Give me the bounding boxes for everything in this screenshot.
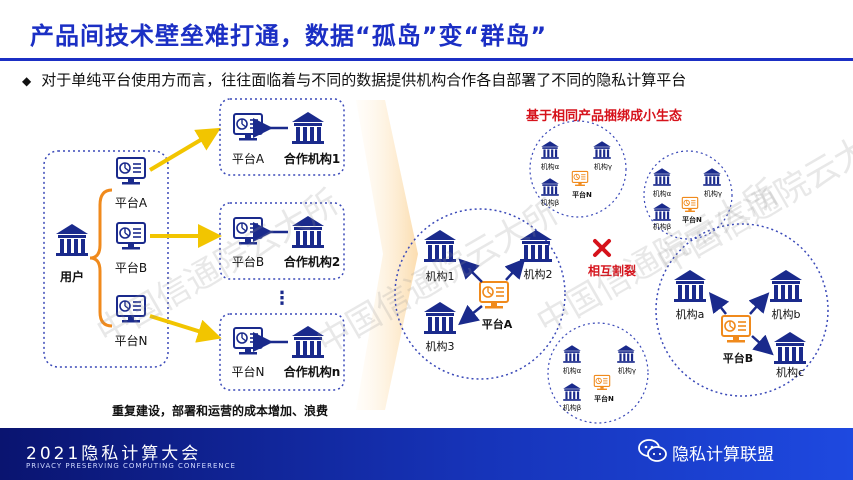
eco-arrow: [458, 304, 483, 326]
institution-label: 机构2: [524, 267, 553, 281]
bank-icon: [617, 345, 635, 363]
bank-icon: [770, 270, 802, 302]
pair-box: [219, 202, 345, 280]
pair-box: [219, 98, 345, 176]
platform-monitor-icon: [593, 374, 611, 391]
bank-icon: [593, 141, 611, 159]
pair-institution-label: 合作机构1: [284, 151, 340, 166]
conference-title: 2021隐私计算大会: [26, 444, 202, 464]
monitor-icon: [233, 217, 263, 246]
platform-a-icon: [116, 157, 146, 186]
bank-icon: [541, 141, 559, 159]
bank-icon: [703, 168, 721, 186]
platform-label: 平台B: [115, 260, 147, 275]
footer-bar: 2021隐私计算大会 PRIVACY PRESERVING COMPUTING …: [0, 428, 853, 480]
bank-icon: [774, 332, 806, 364]
split-label: 相互割裂: [588, 263, 636, 278]
institution-label: 机构1: [426, 269, 455, 283]
diamond-bullet-icon: ◆: [22, 74, 32, 88]
institution-label: 机构α: [563, 366, 582, 375]
ecosystem-circle: [655, 223, 829, 397]
user-group-frame: [43, 150, 169, 368]
platform-label: 平台B: [723, 351, 753, 365]
conference-subtitle: PRIVACY PRESERVING COMPUTING CONFERENCE: [26, 462, 236, 470]
platform-monitor-icon: [721, 315, 751, 344]
institution-label: 机构γ: [704, 189, 722, 198]
institution-label: 机构3: [426, 339, 455, 353]
platform-brace: [89, 188, 113, 328]
x-mark-icon: [593, 239, 611, 257]
yellow-arrow: [148, 127, 221, 172]
bank-icon: [520, 230, 552, 262]
diagram-canvas: 用户 平台A 平台B 平台N 平台A 合作机构1 平台B 合作机构2 ⋮ 平台N…: [43, 98, 829, 424]
platform-b-icon: [116, 222, 146, 251]
vertical-ellipsis: ⋮: [273, 288, 291, 309]
monitor-icon: [233, 327, 263, 356]
eco-arrow: [748, 292, 770, 315]
pair-institution-label: 合作机构2: [284, 254, 340, 269]
left-caption: 重复建设，部署和运营的成本增加、浪费: [112, 403, 328, 418]
monitor-icon: [233, 113, 263, 142]
bank-icon: [563, 383, 581, 401]
institution-label: 机构β: [541, 198, 559, 207]
small-ecosystem: 机构α 机构γ 机构β 平台N: [529, 120, 627, 218]
platform-label: 平台N: [682, 215, 702, 224]
institution-label: 机构γ: [594, 162, 612, 171]
pair-platform-label: 平台A: [232, 151, 265, 166]
institution-label: 机构c: [776, 365, 804, 379]
subtitle-text: 对于单纯平台使用方而言，往往面临着与不同的数据提供机构合作各自部署了不同的隐私计…: [41, 71, 687, 89]
wechat-icon: [638, 439, 667, 462]
platform-monitor-icon: [571, 170, 589, 187]
bank-icon: [292, 112, 324, 144]
eco-arrow: [708, 292, 730, 315]
pair-institution-label: 合作机构n: [284, 364, 341, 379]
pair-box: [219, 313, 345, 391]
platform-label: 平台N: [115, 333, 148, 348]
bank-icon: [424, 230, 456, 262]
eco-arrow: [458, 258, 483, 283]
institution-label: 机构γ: [618, 366, 636, 375]
transition-arrow: [356, 100, 418, 410]
platform-monitor-icon: [479, 281, 509, 310]
institution-label: 机构a: [676, 307, 705, 321]
bank-icon: [541, 178, 559, 196]
bank-icon: [292, 216, 324, 248]
brand-name: 隐私计算联盟: [672, 445, 774, 465]
pair-platform-label: 平台B: [232, 254, 264, 269]
bank-icon: [653, 203, 671, 221]
platform-label: 平台A: [115, 195, 148, 210]
title-underline: [0, 58, 853, 61]
institution-label: 机构β: [563, 403, 581, 412]
bank-icon: [653, 168, 671, 186]
small-ecosystem: 机构α 机构γ 机构β 平台N: [547, 322, 649, 424]
pair-platform-label: 平台N: [232, 364, 265, 379]
slide-subtitle: ◆ 对于单纯平台使用方而言，往往面临着与不同的数据提供机构合作各自部署了不同的隐私…: [22, 69, 686, 90]
institution-label: 机构b: [772, 307, 801, 321]
user-label: 用户: [59, 269, 84, 284]
slide-title: 产品间技术壁垒难打通，数据“孤岛”变“群岛”: [30, 22, 548, 50]
bank-icon: [424, 302, 456, 334]
institution-label: 机构α: [653, 189, 672, 198]
ecosystem-circle: [394, 208, 566, 380]
ecosystem-heading: 基于相同产品捆绑成小生态: [525, 108, 682, 124]
platform-label: 平台N: [572, 190, 592, 199]
institution-label: 机构α: [541, 162, 560, 171]
yellow-arrow: [149, 314, 222, 343]
bank-icon: [674, 270, 706, 302]
user-bank-icon: [56, 224, 88, 256]
bank-icon: [292, 326, 324, 358]
small-ecosystem: 机构α 机构γ 机构β 平台N: [643, 150, 733, 240]
eco-arrow: [751, 334, 774, 356]
platform-label: 平台A: [482, 317, 513, 331]
platform-label: 平台N: [594, 394, 614, 403]
eco-arrow: [504, 258, 526, 281]
platform-n-icon: [116, 295, 146, 324]
platform-monitor-icon: [681, 196, 699, 213]
institution-label: 机构β: [653, 222, 671, 231]
bank-icon: [563, 345, 581, 363]
